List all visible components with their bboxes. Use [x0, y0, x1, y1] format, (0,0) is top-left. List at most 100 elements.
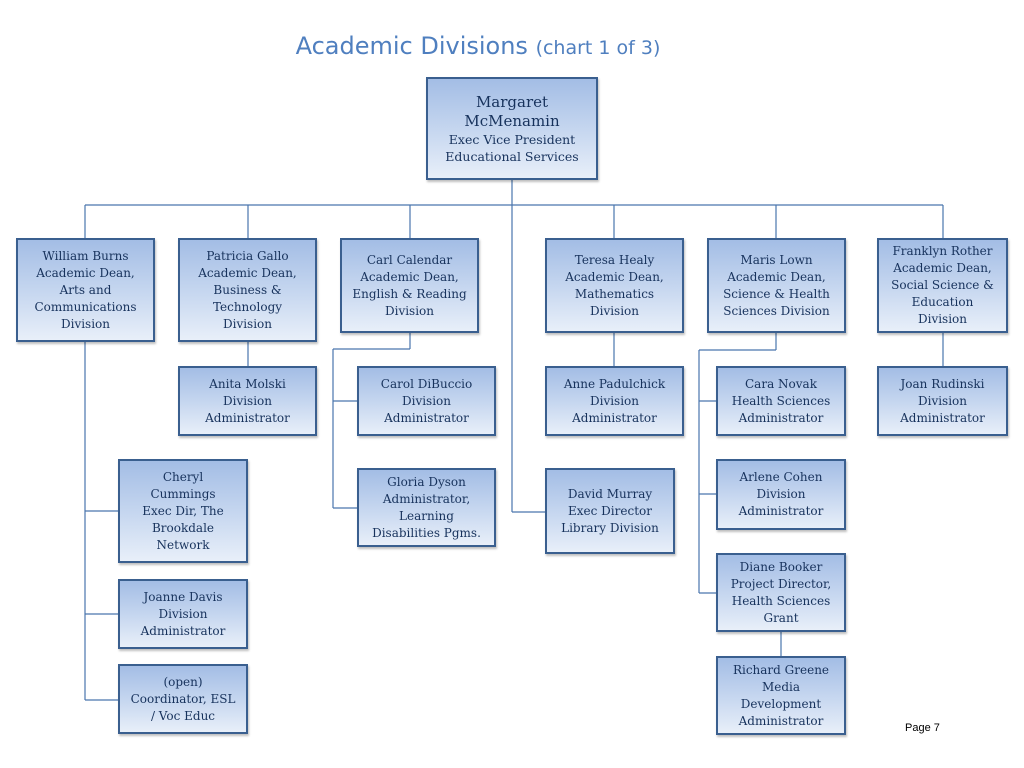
node-text: Division — [589, 303, 640, 318]
node-dibuccio: Carol DiBuccio Division Administrator — [357, 366, 496, 436]
node-calendar: Carl Calendar Academic Dean, English & R… — [340, 238, 479, 333]
node-text: Cheryl — [162, 469, 204, 484]
node-text: Joan Rudinski — [900, 376, 985, 391]
node-text: Academic Dean, — [360, 269, 459, 284]
node-text: Administrator — [900, 410, 985, 425]
node-text: Media — [761, 679, 801, 694]
node-text: Division — [384, 303, 435, 318]
node-text: Exec Director — [568, 503, 652, 518]
node-text: Network — [156, 537, 210, 552]
node-mcmenamin: Margaret McMenamin Exec Vice President E… — [426, 77, 598, 180]
node-text: Division — [756, 487, 806, 501]
node-lown: Maris Lown Academic Dean, Science & Heal… — [707, 238, 846, 333]
node-text: Exec Dir, The — [142, 503, 224, 518]
node-healy: Teresa Healy Academic Dean, Mathematics … — [545, 238, 684, 333]
page-number: Page 7 — [905, 722, 940, 734]
node-text: Patricia Gallo — [206, 248, 289, 263]
node-text: Business & — [213, 282, 282, 297]
node-open: (open) Coordinator, ESL / Voc Educ — [118, 664, 248, 734]
node-dyson: Gloria Dyson Administrator, Learning Dis… — [357, 468, 496, 547]
node-text: Anita Molski — [209, 376, 286, 391]
node-text: Division — [917, 312, 968, 326]
node-text: Maris Lown — [740, 252, 813, 267]
node-text: Diane Booker — [739, 559, 823, 574]
node-text: Division — [60, 316, 111, 331]
node-text: Administrator — [384, 410, 469, 425]
node-greene: Richard Greene Media Development Adminis… — [716, 656, 846, 735]
node-text: Richard Greene — [732, 662, 830, 677]
node-text: Arts and — [59, 282, 112, 297]
node-text: Social Science & — [891, 278, 994, 292]
node-text: Arlene Cohen — [739, 470, 823, 484]
node-text: Administrator, — [382, 491, 471, 506]
node-text: Division — [917, 393, 968, 408]
node-text: Administrator — [738, 713, 824, 728]
node-rother: Franklyn Rother Academic Dean, Social Sc… — [877, 238, 1008, 333]
node-text: Division — [222, 316, 273, 331]
node-text: Cara Novak — [745, 376, 817, 391]
node-text: Brookdale — [151, 520, 215, 535]
node-text: Division — [158, 606, 208, 621]
node-text: Teresa Healy — [574, 252, 655, 267]
node-text: Administrator — [738, 504, 824, 518]
node-text: Education — [911, 295, 974, 309]
node-text: Gloria Dyson — [387, 474, 466, 489]
node-text: Division — [222, 393, 273, 408]
node-text: Franklyn Rother — [892, 244, 993, 258]
node-murray: David Murray Exec Director Library Divis… — [545, 468, 675, 554]
node-text: Disabilities Pgms. — [372, 525, 481, 540]
node-text: Mathematics — [574, 286, 655, 301]
node-text: Academic Dean, — [565, 269, 664, 284]
node-text: Division — [589, 393, 640, 408]
node-text: Cummings — [150, 486, 216, 501]
node-text: William Burns — [42, 248, 129, 263]
node-text: Academic Dean, — [893, 261, 992, 275]
node-text: Project Director, — [730, 576, 832, 591]
node-text: Library Division — [561, 520, 659, 535]
chart-title-sub: (chart 1 of 3) — [535, 37, 661, 59]
node-text: Administrator — [140, 623, 226, 638]
node-text: Development — [740, 696, 822, 711]
node-text: Carl Calendar — [366, 252, 453, 267]
node-text: Grant — [763, 610, 799, 625]
node-padulchick: Anne Padulchick Division Administrator — [545, 366, 684, 436]
node-molski: Anita Molski Division Administrator — [178, 366, 317, 436]
node-text: Communications — [34, 299, 137, 314]
node-text: Division — [401, 393, 452, 408]
node-text: Health Sciences — [731, 593, 831, 608]
node-text: Sciences Division — [723, 303, 830, 318]
node-text: Health Sciences — [731, 393, 831, 408]
node-text: Administrator — [738, 410, 824, 425]
node-davis: Joanne Davis Division Administrator — [118, 579, 248, 649]
node-text: English & Reading — [352, 286, 467, 301]
node-text: Exec Vice President — [448, 131, 576, 147]
node-novak: Cara Novak Health Sciences Administrator — [716, 366, 846, 436]
node-text: Academic Dean, — [727, 269, 826, 284]
node-text: Academic Dean, — [36, 265, 135, 280]
node-text: Joanne Davis — [143, 589, 223, 604]
node-booker: Diane Booker Project Director, Health Sc… — [716, 553, 846, 632]
node-cummings: Cheryl Cummings Exec Dir, The Brookdale … — [118, 459, 248, 563]
node-text: Technology — [212, 299, 283, 314]
node-text: Educational Services — [445, 148, 579, 164]
chart-title-main: Academic Divisions — [295, 32, 528, 60]
node-cohen: Arlene Cohen Division Administrator — [716, 459, 846, 530]
node-text: / Voc Educ — [150, 708, 216, 723]
node-text: Academic Dean, — [198, 265, 297, 280]
node-gallo: Patricia Gallo Academic Dean, Business &… — [178, 238, 317, 342]
node-text: McMenamin — [464, 111, 560, 130]
node-text: Administrator — [572, 410, 657, 425]
node-text: Learning — [399, 508, 454, 523]
node-text: Carol DiBuccio — [380, 376, 473, 391]
node-burns: William Burns Academic Dean, Arts and Co… — [16, 238, 155, 342]
node-text: Anne Padulchick — [563, 376, 666, 391]
node-text: Science & Health — [723, 286, 830, 301]
node-text: Administrator — [205, 410, 290, 425]
node-text: Coordinator, ESL — [130, 691, 236, 706]
node-rudinski: Joan Rudinski Division Administrator — [877, 366, 1008, 436]
node-text: Margaret — [475, 92, 549, 111]
node-text: David Murray — [567, 486, 653, 501]
chart-title: Academic Divisions (chart 1 of 3) — [0, 32, 956, 60]
node-text: (open) — [163, 674, 203, 689]
